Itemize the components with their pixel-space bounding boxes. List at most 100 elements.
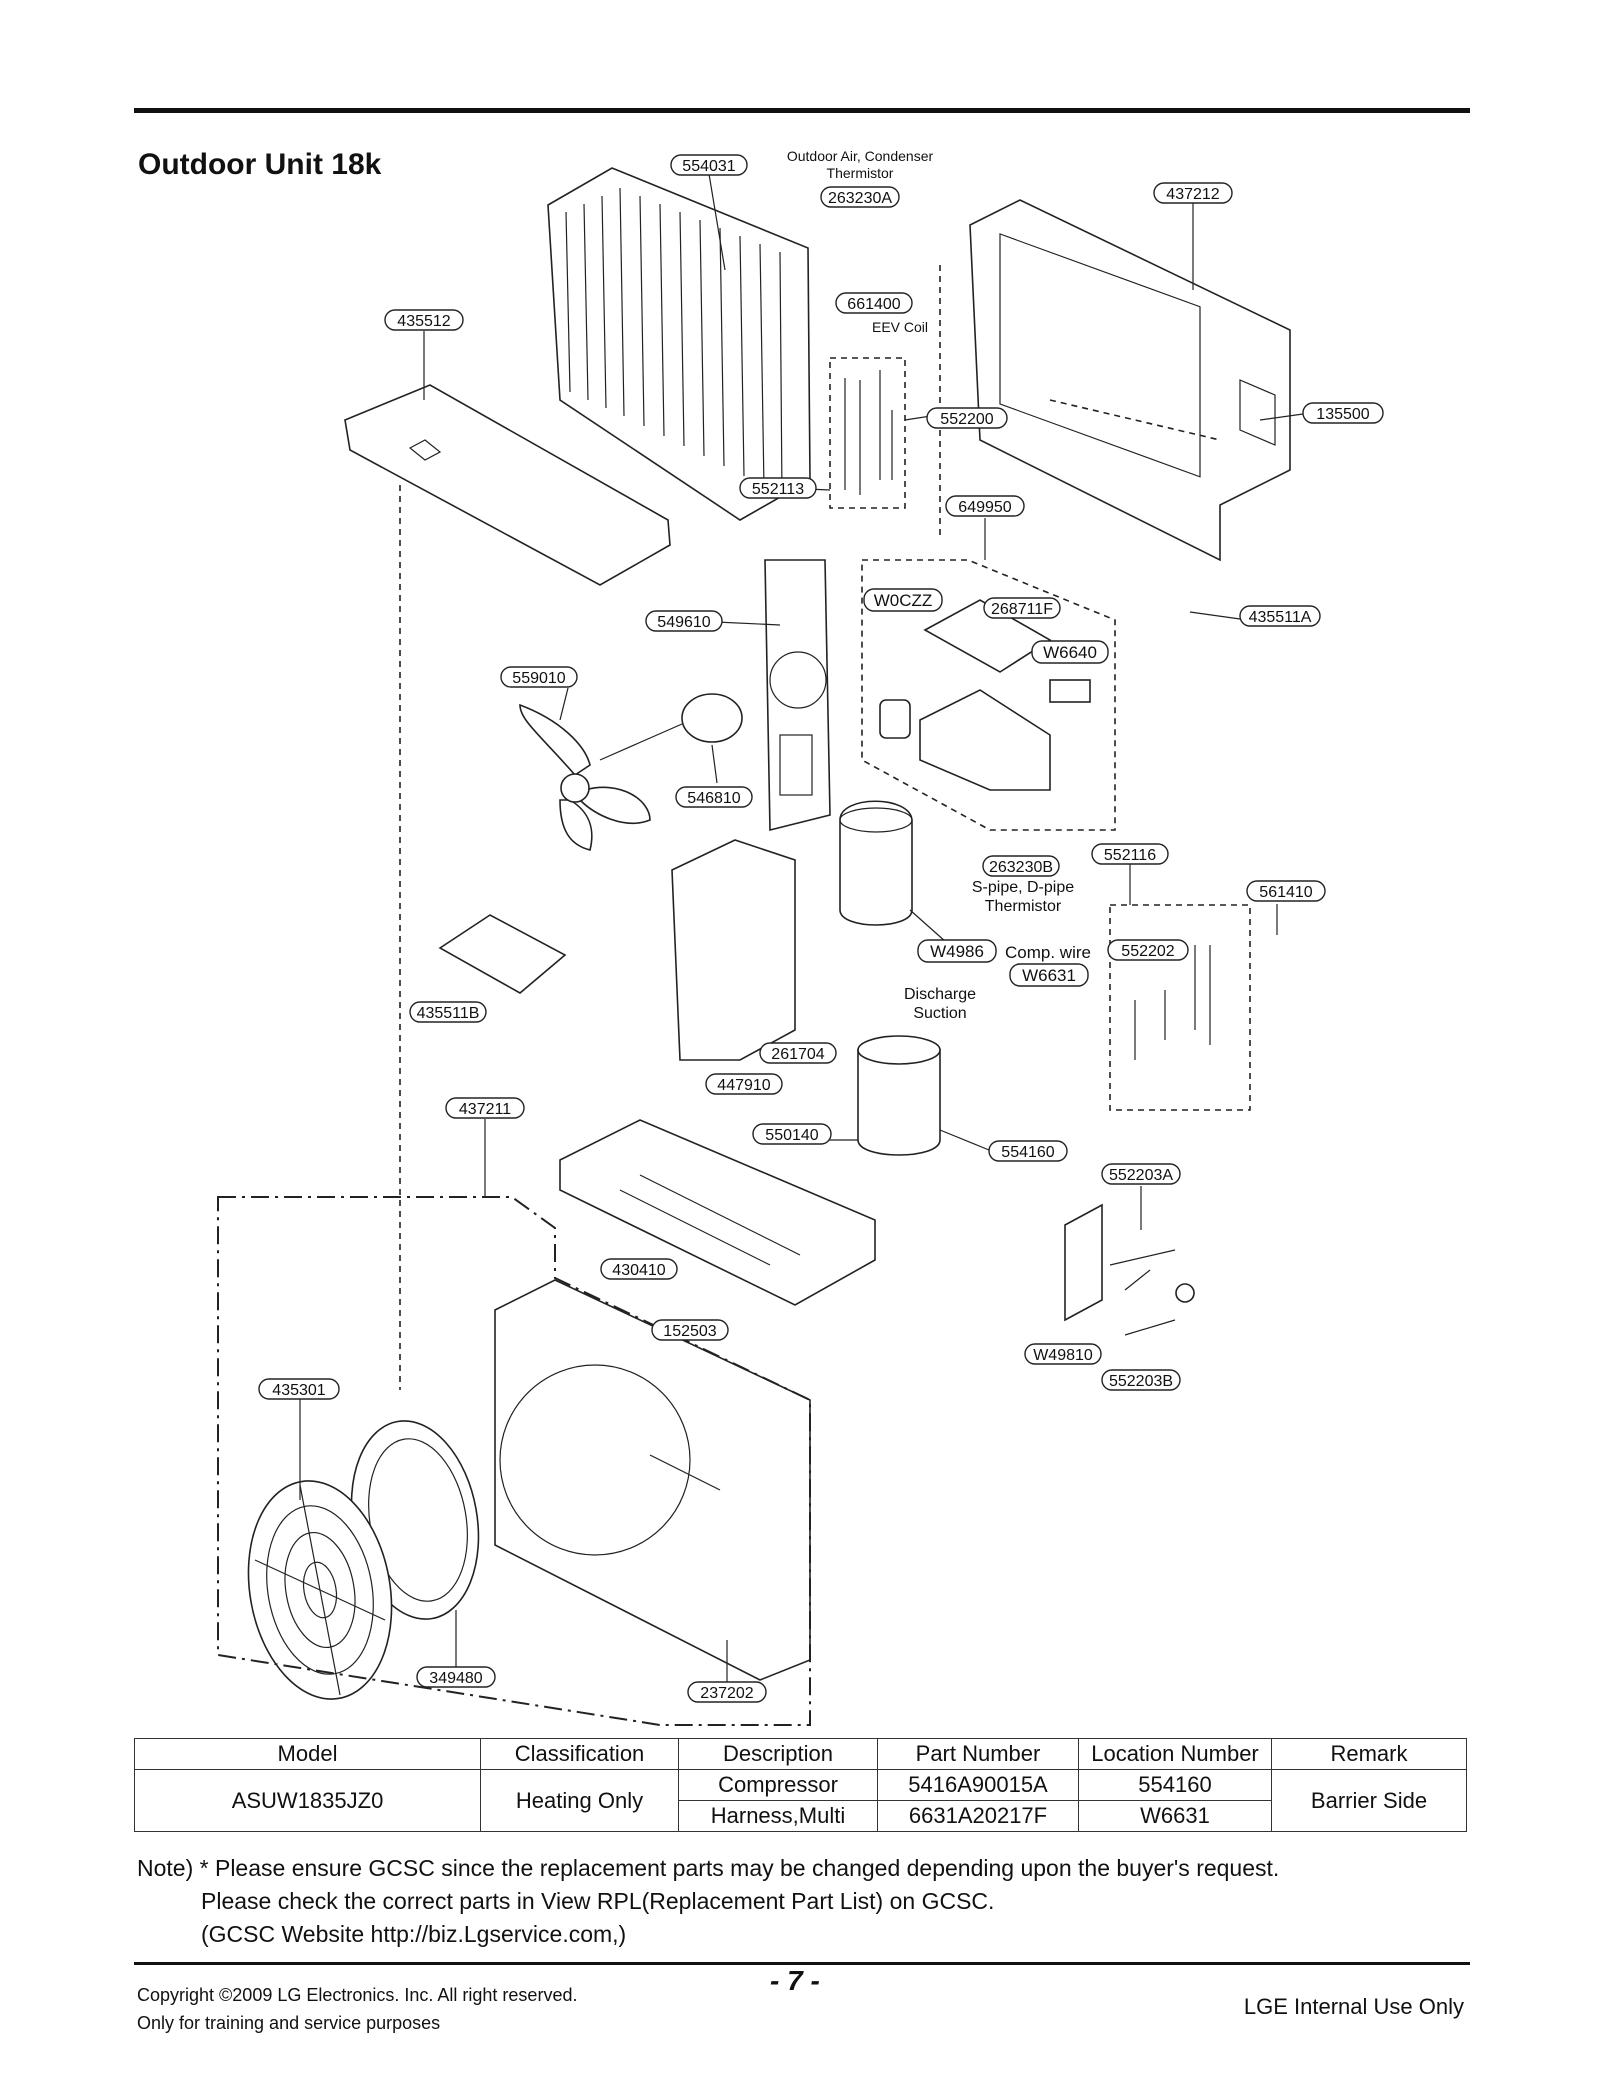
control-box-outline — [861, 559, 1116, 831]
control-pcb — [879, 599, 1091, 791]
svg-text:435512: 435512 — [397, 313, 450, 330]
callout-437211: 437211 — [445, 1097, 525, 1119]
caption-discharge: Discharge — [904, 986, 976, 1003]
svg-text:437211: 437211 — [459, 1101, 511, 1118]
callout-649950: 649950 — [945, 495, 1025, 517]
svg-text:237202: 237202 — [700, 1685, 753, 1702]
callout-435511A: 435511A — [1239, 605, 1321, 627]
callout-430410: 430410 — [600, 1258, 678, 1280]
compressor-jacket — [839, 800, 913, 926]
page-title: Outdoor Unit 18k — [138, 148, 382, 181]
callout-152503: 152503 — [651, 1319, 729, 1341]
svg-text:437212: 437212 — [1166, 186, 1219, 203]
svg-text:554031: 554031 — [682, 158, 735, 175]
callout-W4986: W4986 — [917, 939, 997, 963]
callout-437212: 437212 — [1153, 182, 1233, 204]
base-pan — [559, 1119, 876, 1306]
caption-suction: Suction — [913, 1005, 966, 1022]
caption-outdoor-air: Outdoor Air, Condenser — [787, 148, 934, 164]
svg-text:447910: 447910 — [717, 1077, 770, 1094]
svg-text:435511A: 435511A — [1249, 609, 1312, 626]
svg-text:W0CZZ: W0CZZ — [874, 591, 933, 610]
svg-text:263230A: 263230A — [828, 190, 892, 207]
callout-447910: 447910 — [705, 1073, 783, 1095]
compressor — [857, 1035, 941, 1156]
cell-remark: Barrier Side — [1271, 1769, 1467, 1832]
svg-text:152503: 152503 — [663, 1323, 716, 1340]
callout-661400: 661400 — [835, 292, 913, 314]
callout-237202: 237202 — [687, 1681, 767, 1703]
callout-552203A: 552203A — [1101, 1163, 1181, 1185]
svg-text:554160: 554160 — [1001, 1144, 1054, 1161]
table-row: ASUW1835JZ0 Heating Only Compressor 5416… — [134, 1769, 1467, 1832]
cell-part-number: 5416A90015A — [877, 1769, 1079, 1801]
table-header-row: Model Classification Description Part Nu… — [134, 1738, 1467, 1770]
svg-text:552202: 552202 — [1121, 943, 1174, 960]
cell-part-number: 6631A20217F — [877, 1800, 1079, 1832]
callout-552203B: 552203B — [1101, 1369, 1181, 1391]
cell-description: Harness,Multi — [678, 1800, 878, 1832]
callout-W49810: W49810 — [1024, 1343, 1102, 1365]
callout-554160: 554160 — [988, 1140, 1068, 1162]
motor-bracket — [764, 559, 831, 832]
exploded-parts-diagram: 554031 Outdoor Air, Condenser Thermistor… — [217, 148, 1384, 1726]
header-model: Model — [134, 1738, 481, 1770]
service-valves — [1064, 1203, 1195, 1336]
callout-554031: 554031 — [670, 154, 748, 176]
front-assembly-outline — [217, 1196, 811, 1726]
callout-263230B: 263230B — [982, 855, 1060, 877]
cell-location: W6631 — [1078, 1800, 1272, 1832]
svg-text:649950: 649950 — [958, 499, 1011, 516]
callout-552116: 552116 — [1091, 843, 1169, 865]
svg-text:552200: 552200 — [940, 411, 993, 428]
callout-W6640: W6640 — [1031, 640, 1109, 664]
internal-use-text: LGE Internal Use Only — [1243, 1994, 1464, 2019]
copyright-text: Copyright ©2009 LG Electronics. Inc. All… — [137, 1985, 578, 2005]
header-location-number: Location Number — [1078, 1738, 1272, 1770]
condenser-coil — [547, 167, 811, 521]
svg-text:135500: 135500 — [1316, 406, 1369, 423]
svg-text:430410: 430410 — [612, 1262, 665, 1279]
callout-W0CZZ: W0CZZ — [863, 588, 943, 612]
table-row: Harness,Multi 6631A20217F W6631 — [135, 1800, 1467, 1832]
svg-text:561410: 561410 — [1259, 884, 1312, 901]
svg-text:552116: 552116 — [1104, 847, 1156, 864]
callout-349480: 349480 — [416, 1666, 496, 1688]
note-line: (GCSC Website http://biz.Lgservice.com,) — [201, 1921, 627, 1947]
training-text: Only for training and service purposes — [137, 2013, 441, 2033]
caption-spipe-dpipe: S-pipe, D-pipe — [972, 879, 1074, 896]
header-description: Description — [678, 1738, 878, 1770]
header-part-number: Part Number — [877, 1738, 1079, 1770]
side-panel — [671, 839, 796, 1061]
svg-text:552203B: 552203B — [1109, 1373, 1173, 1390]
header-remark: Remark — [1271, 1738, 1467, 1770]
callout-268711F: 268711F — [983, 597, 1061, 619]
rear-grille-panel — [969, 199, 1291, 562]
callout-552202: 552202 — [1107, 939, 1189, 961]
svg-text:261704: 261704 — [771, 1046, 824, 1063]
callout-549610: 549610 — [645, 610, 723, 632]
callout-552200: 552200 — [926, 407, 1008, 429]
callout-435301: 435301 — [258, 1378, 340, 1400]
callout-261704: 261704 — [759, 1042, 837, 1064]
fan-motor — [599, 693, 743, 761]
reverse-valve-outline — [1109, 904, 1251, 1111]
cell-description: Compressor — [678, 1769, 878, 1801]
svg-text:W6640: W6640 — [1043, 643, 1097, 662]
svg-text:559010: 559010 — [512, 670, 565, 687]
svg-text:435301: 435301 — [272, 1382, 325, 1399]
propeller-fan — [519, 703, 651, 851]
top-rule — [134, 108, 1470, 113]
svg-text:552113: 552113 — [752, 481, 804, 498]
svg-text:349480: 349480 — [429, 1670, 482, 1687]
callout-561410: 561410 — [1246, 880, 1326, 902]
note-block: Note) * Please ensure GCSC since the rep… — [137, 1852, 1279, 1951]
svg-text:W6631: W6631 — [1022, 966, 1076, 985]
callout-546810: 546810 — [675, 786, 753, 808]
cell-location: 554160 — [1078, 1769, 1272, 1801]
header-classification: Classification — [480, 1738, 679, 1770]
svg-text:661400: 661400 — [847, 296, 900, 313]
caption-comp-wire: Comp. wire — [1005, 943, 1091, 962]
note-line: Please check the correct parts in View R… — [201, 1888, 995, 1914]
top-cover — [344, 384, 671, 586]
